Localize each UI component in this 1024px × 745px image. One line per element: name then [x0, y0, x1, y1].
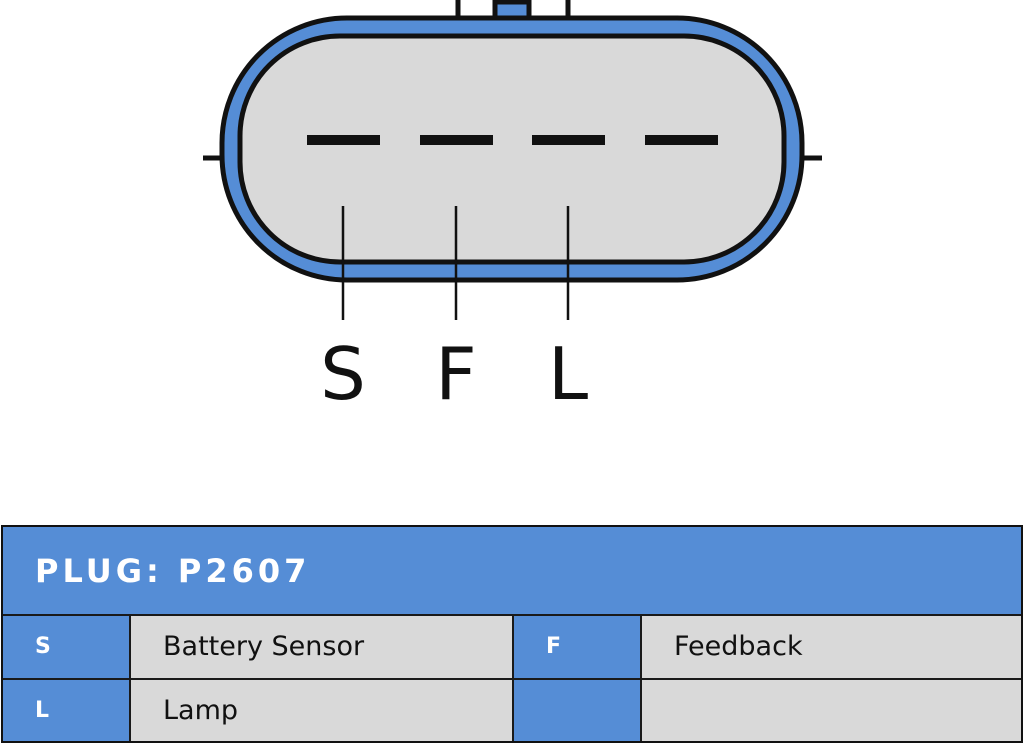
- connector-face: [237, 33, 787, 265]
- pin-code-s: S: [3, 616, 129, 678]
- pin-label-f: F: [435, 332, 476, 416]
- pin-desc-f: Feedback: [642, 616, 1021, 678]
- pin-label-s: S: [320, 332, 366, 416]
- connector-diagram: S F L: [203, 0, 822, 416]
- pin-desc-empty: [642, 679, 1021, 741]
- pin-desc-s: Battery Sensor: [131, 616, 512, 678]
- pin-code-empty: [514, 679, 640, 741]
- pin-code-f: F: [514, 616, 640, 678]
- pin-code-l: L: [3, 679, 129, 741]
- plug-title: PLUG: P2607: [3, 527, 1021, 614]
- pin-label-l: L: [548, 332, 588, 416]
- pin-desc-l: Lamp: [131, 679, 512, 741]
- pinout-legend-table: PLUG: P2607 S Battery Sensor F Feedback …: [1, 525, 1023, 743]
